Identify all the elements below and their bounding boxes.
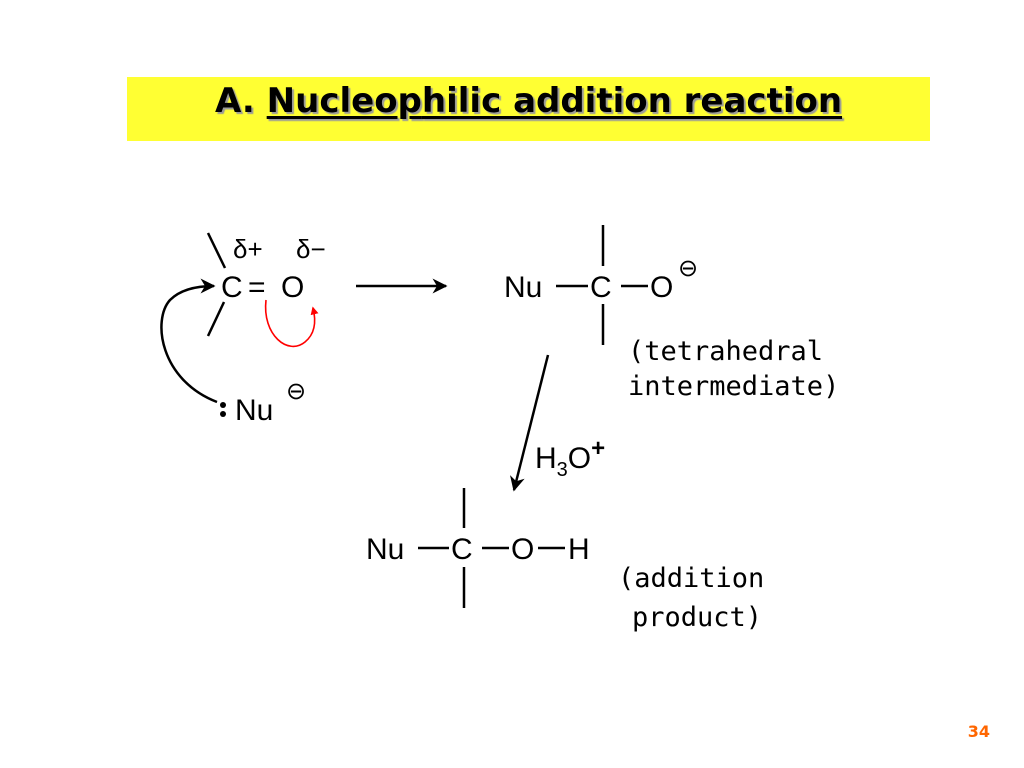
product-label-line2: product) bbox=[632, 602, 762, 633]
page-number: 34 bbox=[967, 722, 990, 741]
lone-pair-dot-top bbox=[220, 402, 226, 408]
lone-pair-dot-bottom bbox=[220, 411, 226, 417]
product-nu: Nu bbox=[366, 533, 404, 566]
slide-title: A. Nucleophilic addition reaction bbox=[127, 81, 930, 121]
carbonyl-reactant: δ+ δ− C = O bbox=[206, 232, 326, 337]
intermediate-label-line2: intermediate) bbox=[628, 371, 839, 402]
title-word2: hilic addition reaction bbox=[421, 81, 843, 121]
carbonyl-double-bond: = bbox=[248, 271, 266, 304]
nucleophile: Nu ⊖ bbox=[220, 378, 306, 427]
electron-push-arrow bbox=[264, 299, 319, 348]
addition-product: Nu C O H (addition product) bbox=[366, 488, 764, 633]
intermediate-nu: Nu bbox=[504, 271, 542, 304]
hydrolysis-arrow bbox=[510, 354, 550, 492]
intermediate-charge: ⊖ bbox=[678, 255, 698, 282]
product-oxygen: O bbox=[511, 533, 534, 566]
carbonyl-carbon: C bbox=[221, 271, 243, 304]
title-word1: Nucleop bbox=[266, 81, 422, 121]
product-hydrogen: H bbox=[568, 533, 590, 566]
hydronium-label: H3O+ bbox=[535, 435, 605, 481]
product-carbon: C bbox=[451, 533, 473, 566]
nucleophile-charge: ⊖ bbox=[286, 378, 306, 405]
intermediate-carbon: C bbox=[590, 271, 612, 304]
delta-minus-label: δ− bbox=[296, 234, 326, 264]
nucleophile-attack-arrow bbox=[160, 278, 218, 404]
title-prefix: A. bbox=[214, 81, 255, 121]
delta-plus-label: δ+ bbox=[233, 234, 263, 264]
nucleophile-label: Nu bbox=[235, 394, 273, 427]
carbonyl-upper-bond bbox=[206, 232, 227, 269]
intermediate-label-line1: (tetrahedral bbox=[628, 336, 823, 367]
tetrahedral-intermediate: Nu C O ⊖ (tetrahedral intermediate) bbox=[504, 225, 839, 402]
title-banner: A. Nucleophilic addition reaction bbox=[127, 77, 930, 141]
intermediate-oxygen: O bbox=[650, 271, 673, 304]
product-label-line1: (addition bbox=[618, 563, 764, 594]
carbonyl-oxygen: O bbox=[281, 271, 304, 304]
carbonyl-lower-bond bbox=[206, 301, 226, 337]
